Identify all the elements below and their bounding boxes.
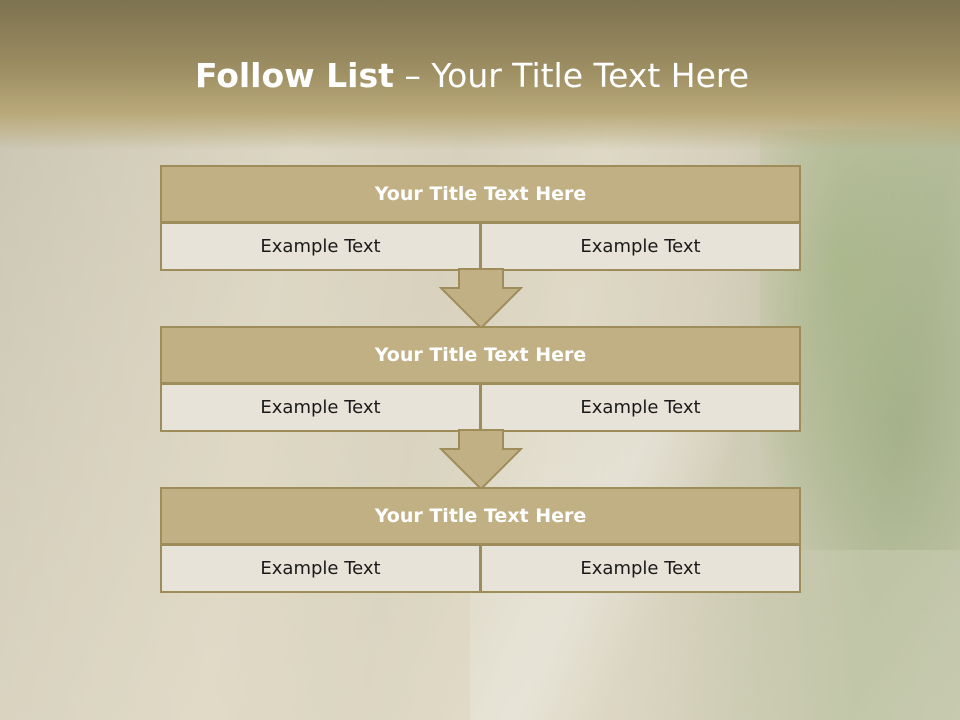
step-2-right-text: Example Text <box>480 383 801 432</box>
step-1-title: Your Title Text Here <box>160 165 801 223</box>
step-3-left-text: Example Text <box>160 544 481 593</box>
down-arrow-icon <box>439 268 523 330</box>
step-3: Your Title Text Here Example Text Exampl… <box>160 487 801 593</box>
step-1: Your Title Text Here Example Text Exampl… <box>160 165 801 271</box>
step-1-left-text: Example Text <box>160 222 481 271</box>
step-1-right-text: Example Text <box>480 222 801 271</box>
step-2: Your Title Text Here Example Text Exampl… <box>160 326 801 432</box>
step-2-left-text: Example Text <box>160 383 481 432</box>
step-2-title: Your Title Text Here <box>160 326 801 384</box>
slide-title-rest: – Your Title Text Here <box>393 56 750 95</box>
slide-title-bold: Follow List <box>194 56 394 95</box>
step-3-title: Your Title Text Here <box>160 487 801 545</box>
step-3-right-text: Example Text <box>480 544 801 593</box>
title-band <box>0 0 960 150</box>
down-arrow-icon <box>439 429 523 491</box>
slide-title: Follow List – Your Title Text Here <box>0 54 944 98</box>
